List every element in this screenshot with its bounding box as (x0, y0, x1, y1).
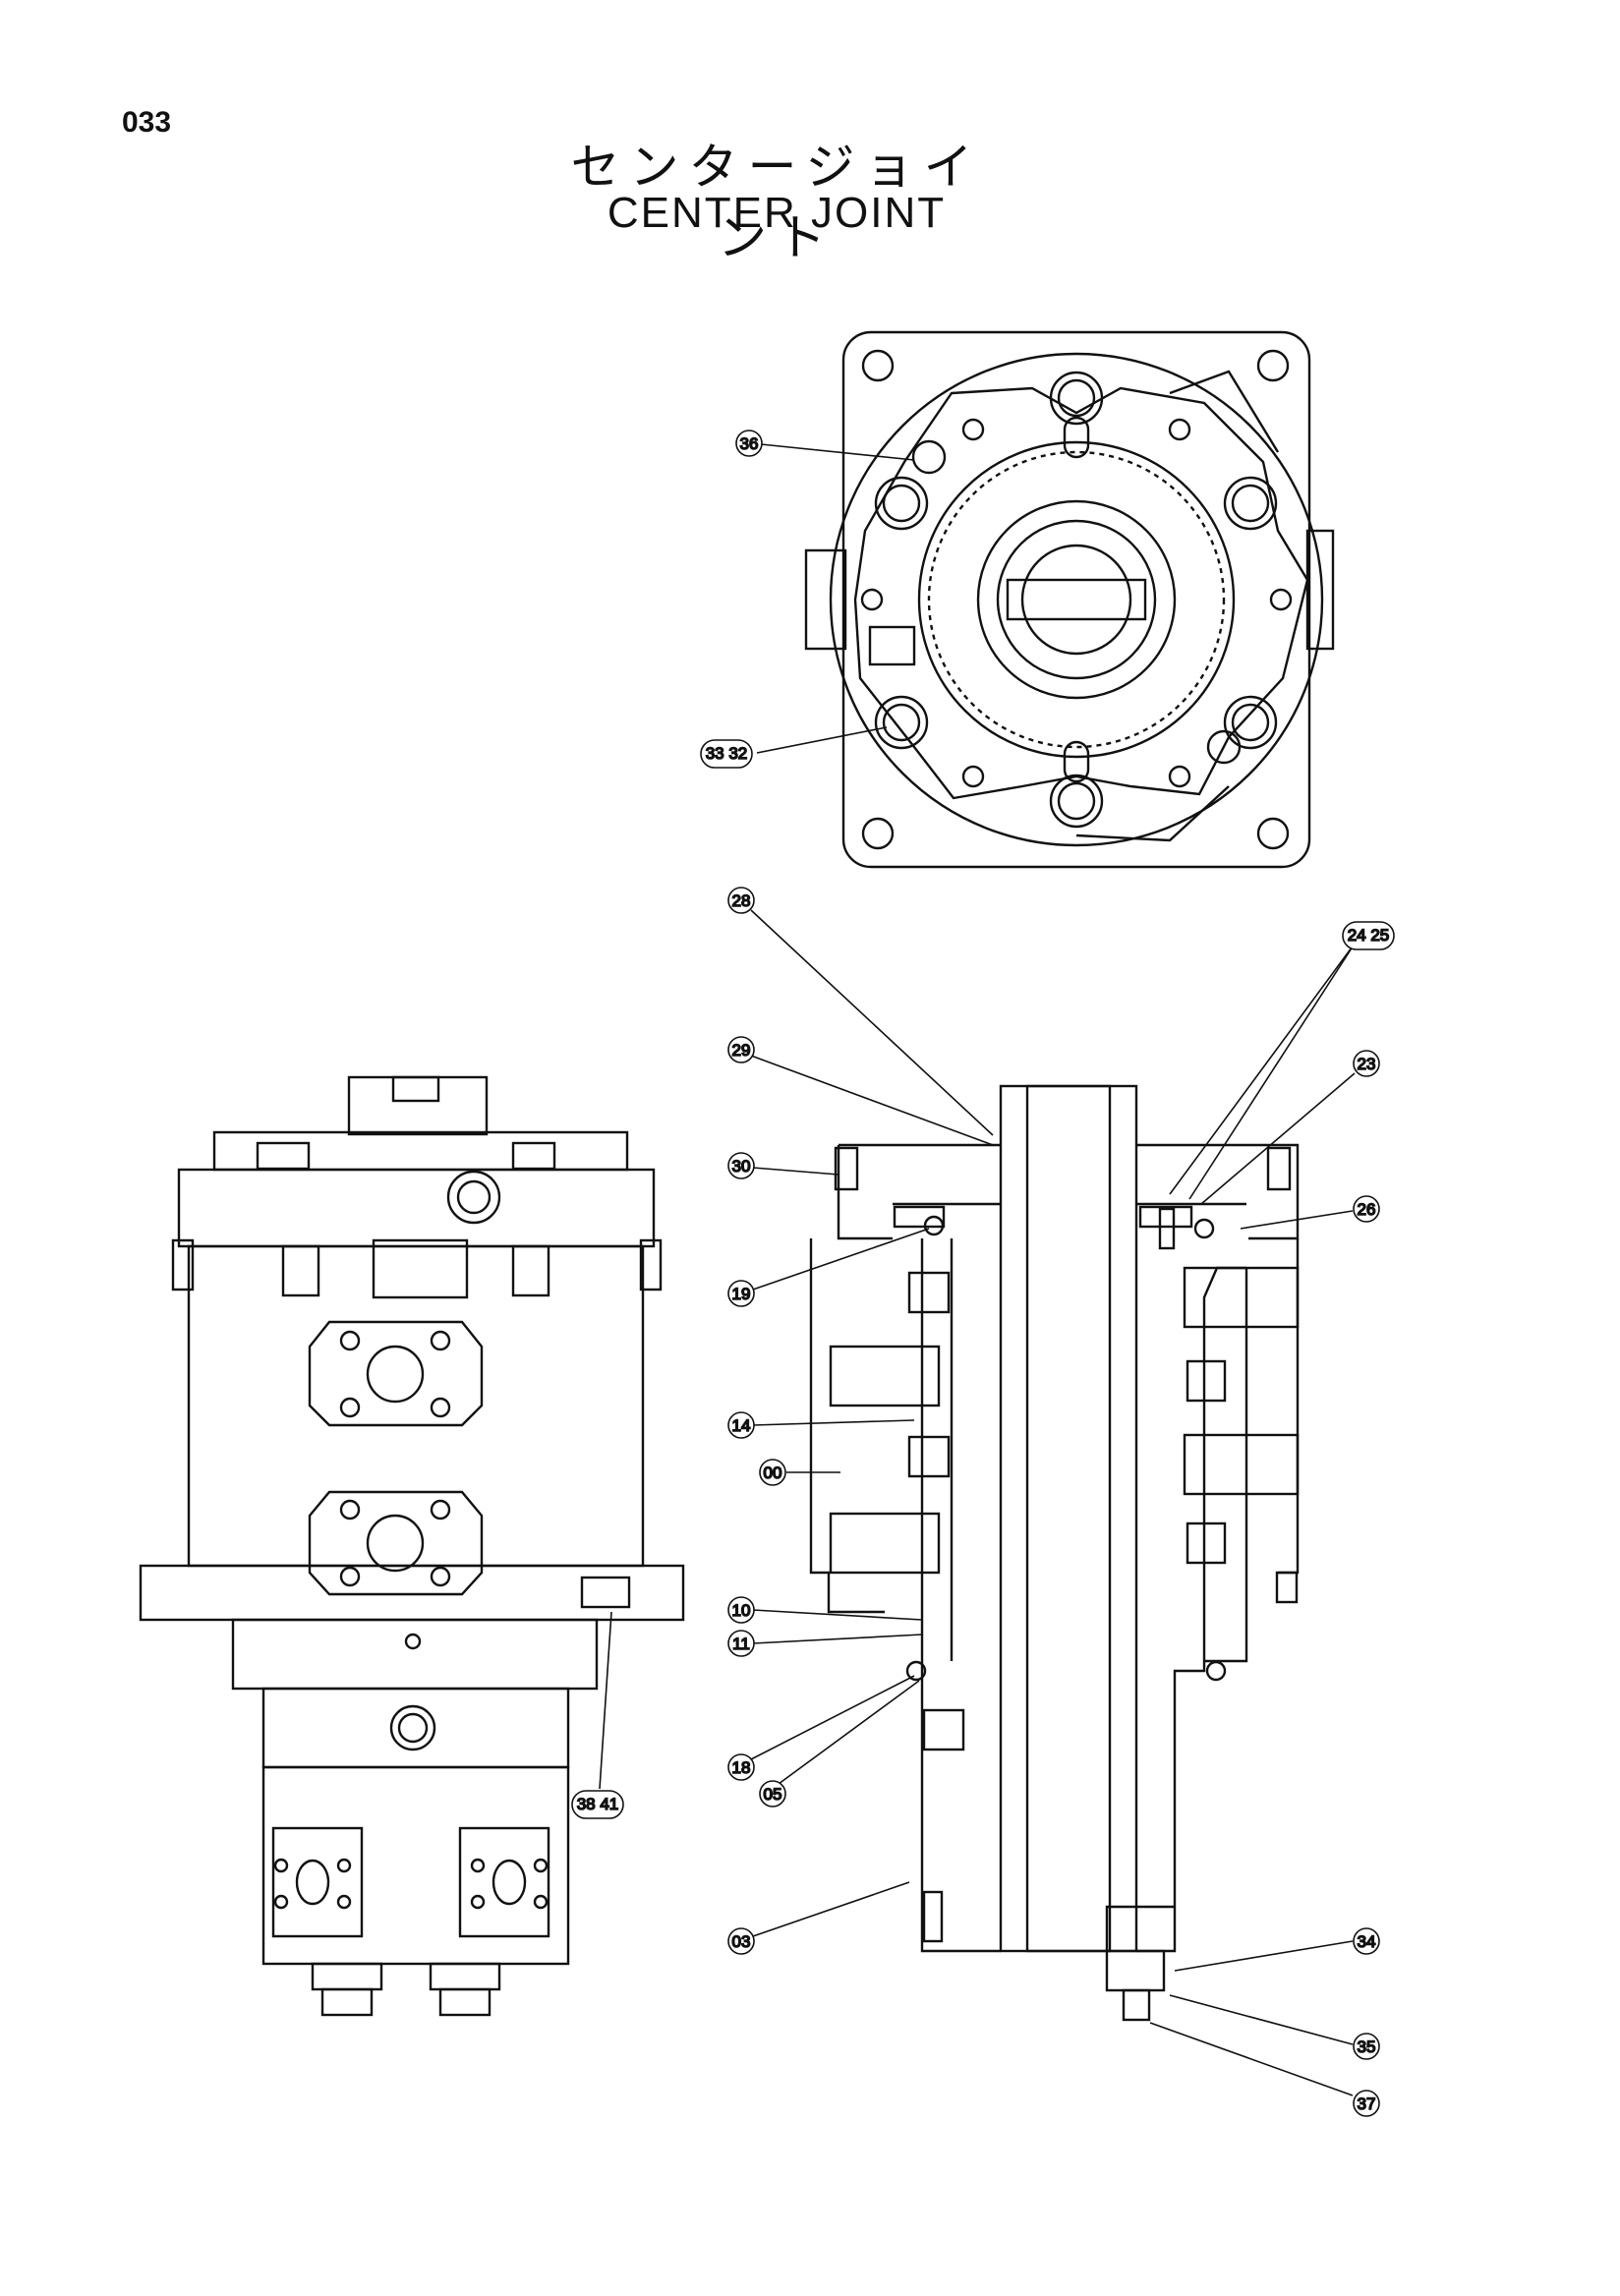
svg-text:05: 05 (764, 1785, 782, 1804)
callout-28: 28 (727, 887, 994, 1136)
svg-text:24 25: 24 25 (1348, 926, 1390, 945)
page-title-english: CENTER JOINT (607, 189, 947, 237)
callout-03: 03 (727, 1881, 910, 1955)
svg-text:03: 03 (732, 1932, 751, 1951)
svg-text:34: 34 (1358, 1932, 1376, 1951)
cross-section (809, 1084, 1300, 2022)
callout-38-41: 38 41 (571, 1611, 624, 1819)
page-number: 033 (122, 106, 172, 139)
callout-14: 14 (727, 1411, 915, 1439)
callout-23: 23 (1200, 1050, 1380, 1205)
svg-text:00: 00 (764, 1464, 782, 1482)
svg-text:35: 35 (1358, 2038, 1376, 2056)
callout-00: 00 (759, 1459, 840, 1486)
svg-text:14: 14 (732, 1416, 751, 1435)
svg-text:37: 37 (1358, 2095, 1376, 2113)
side-view (139, 1075, 685, 2017)
svg-text:33 32: 33 32 (706, 744, 748, 763)
top-view (804, 330, 1335, 869)
callout-35: 35 (1169, 1994, 1380, 2060)
callout-19: 19 (727, 1228, 930, 1307)
svg-text:19: 19 (732, 1285, 751, 1303)
page-title-japanese: センタージョイント (570, 139, 983, 266)
callout-18: 18 (727, 1675, 915, 1781)
callout-36: 36 (735, 430, 915, 461)
callout-30: 30 (727, 1152, 839, 1179)
callout-29: 29 (727, 1036, 994, 1146)
svg-text:29: 29 (732, 1041, 751, 1060)
svg-text:18: 18 (732, 1758, 751, 1777)
callout-10: 10 (727, 1596, 923, 1624)
callout-26: 26 (1240, 1195, 1380, 1230)
callout-11: 11 (727, 1630, 923, 1657)
callout-05: 05 (759, 1680, 920, 1808)
svg-text:36: 36 (740, 434, 759, 453)
callout-24-25: 24 25 (1169, 921, 1395, 1200)
svg-text:38 41: 38 41 (577, 1795, 619, 1813)
svg-text:11: 11 (732, 1635, 750, 1653)
svg-text:28: 28 (732, 891, 751, 910)
callout-34: 34 (1174, 1927, 1380, 1972)
svg-text:23: 23 (1358, 1055, 1376, 1073)
svg-text:10: 10 (732, 1601, 751, 1620)
callout-37: 37 (1149, 2022, 1380, 2117)
svg-text:30: 30 (732, 1157, 751, 1176)
svg-text:26: 26 (1358, 1200, 1376, 1219)
callout-32-33: 33 32 (700, 726, 888, 769)
